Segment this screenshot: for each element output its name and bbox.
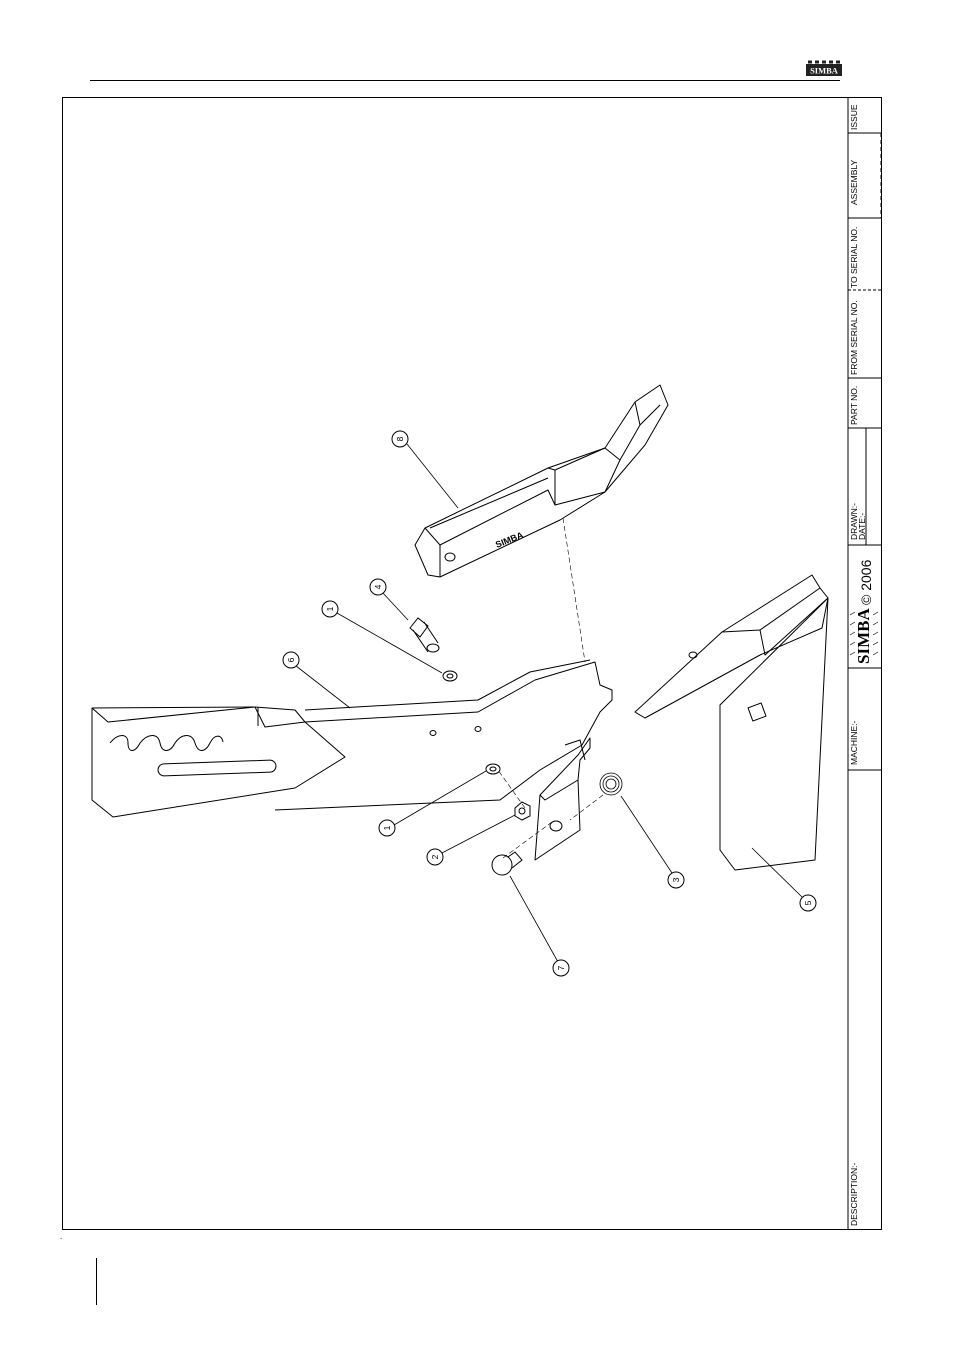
tine-leg-part-6 — [92, 660, 612, 817]
copyright-year: © 2006 — [858, 559, 874, 605]
callout-2-label: 2 — [430, 854, 440, 859]
machine-label: MACHINE:- — [849, 720, 859, 765]
title-block-brand: SIMBA — [854, 608, 873, 664]
date-label: DATE:- — [857, 513, 867, 540]
description-label: DESCRIPTION:- — [849, 1163, 859, 1226]
blade-part-8: SIMBA — [415, 385, 668, 577]
footer-rule — [96, 1258, 97, 1305]
from-serial-label: FROM SERIAL NO. — [849, 300, 859, 375]
mushroom-bolt-part-7 — [492, 852, 522, 875]
callout-5-label: 5 — [803, 900, 813, 905]
callout-8-label: 8 — [395, 436, 405, 441]
callout-3-label: 3 — [671, 877, 681, 882]
callout-1-lower-label: 1 — [382, 825, 392, 830]
assembly-label: ASSEMBLY — [849, 159, 859, 205]
issue-label: ISSUE — [849, 104, 859, 130]
washer-part-1-lower — [486, 764, 500, 774]
callout-6-label: 6 — [286, 657, 296, 662]
toothed-washer-part-3 — [600, 773, 622, 795]
blade-brand-text: SIMBA — [494, 530, 525, 550]
leader-lines — [291, 444, 803, 962]
callout-1-upper-label: 1 — [325, 606, 335, 611]
assembly-centerlines — [498, 518, 603, 858]
callout-4-label: 4 — [373, 584, 383, 589]
bolt-part-4 — [410, 618, 439, 652]
callout-7-label: 7 — [556, 965, 566, 970]
part-no-label: PART NO. — [849, 386, 859, 425]
to-serial-label: TO SERIAL NO. — [849, 227, 859, 288]
wing-plate-part-5 — [635, 575, 828, 870]
washer-part-1-upper — [443, 671, 457, 681]
footer-mark: . — [60, 1232, 62, 1241]
